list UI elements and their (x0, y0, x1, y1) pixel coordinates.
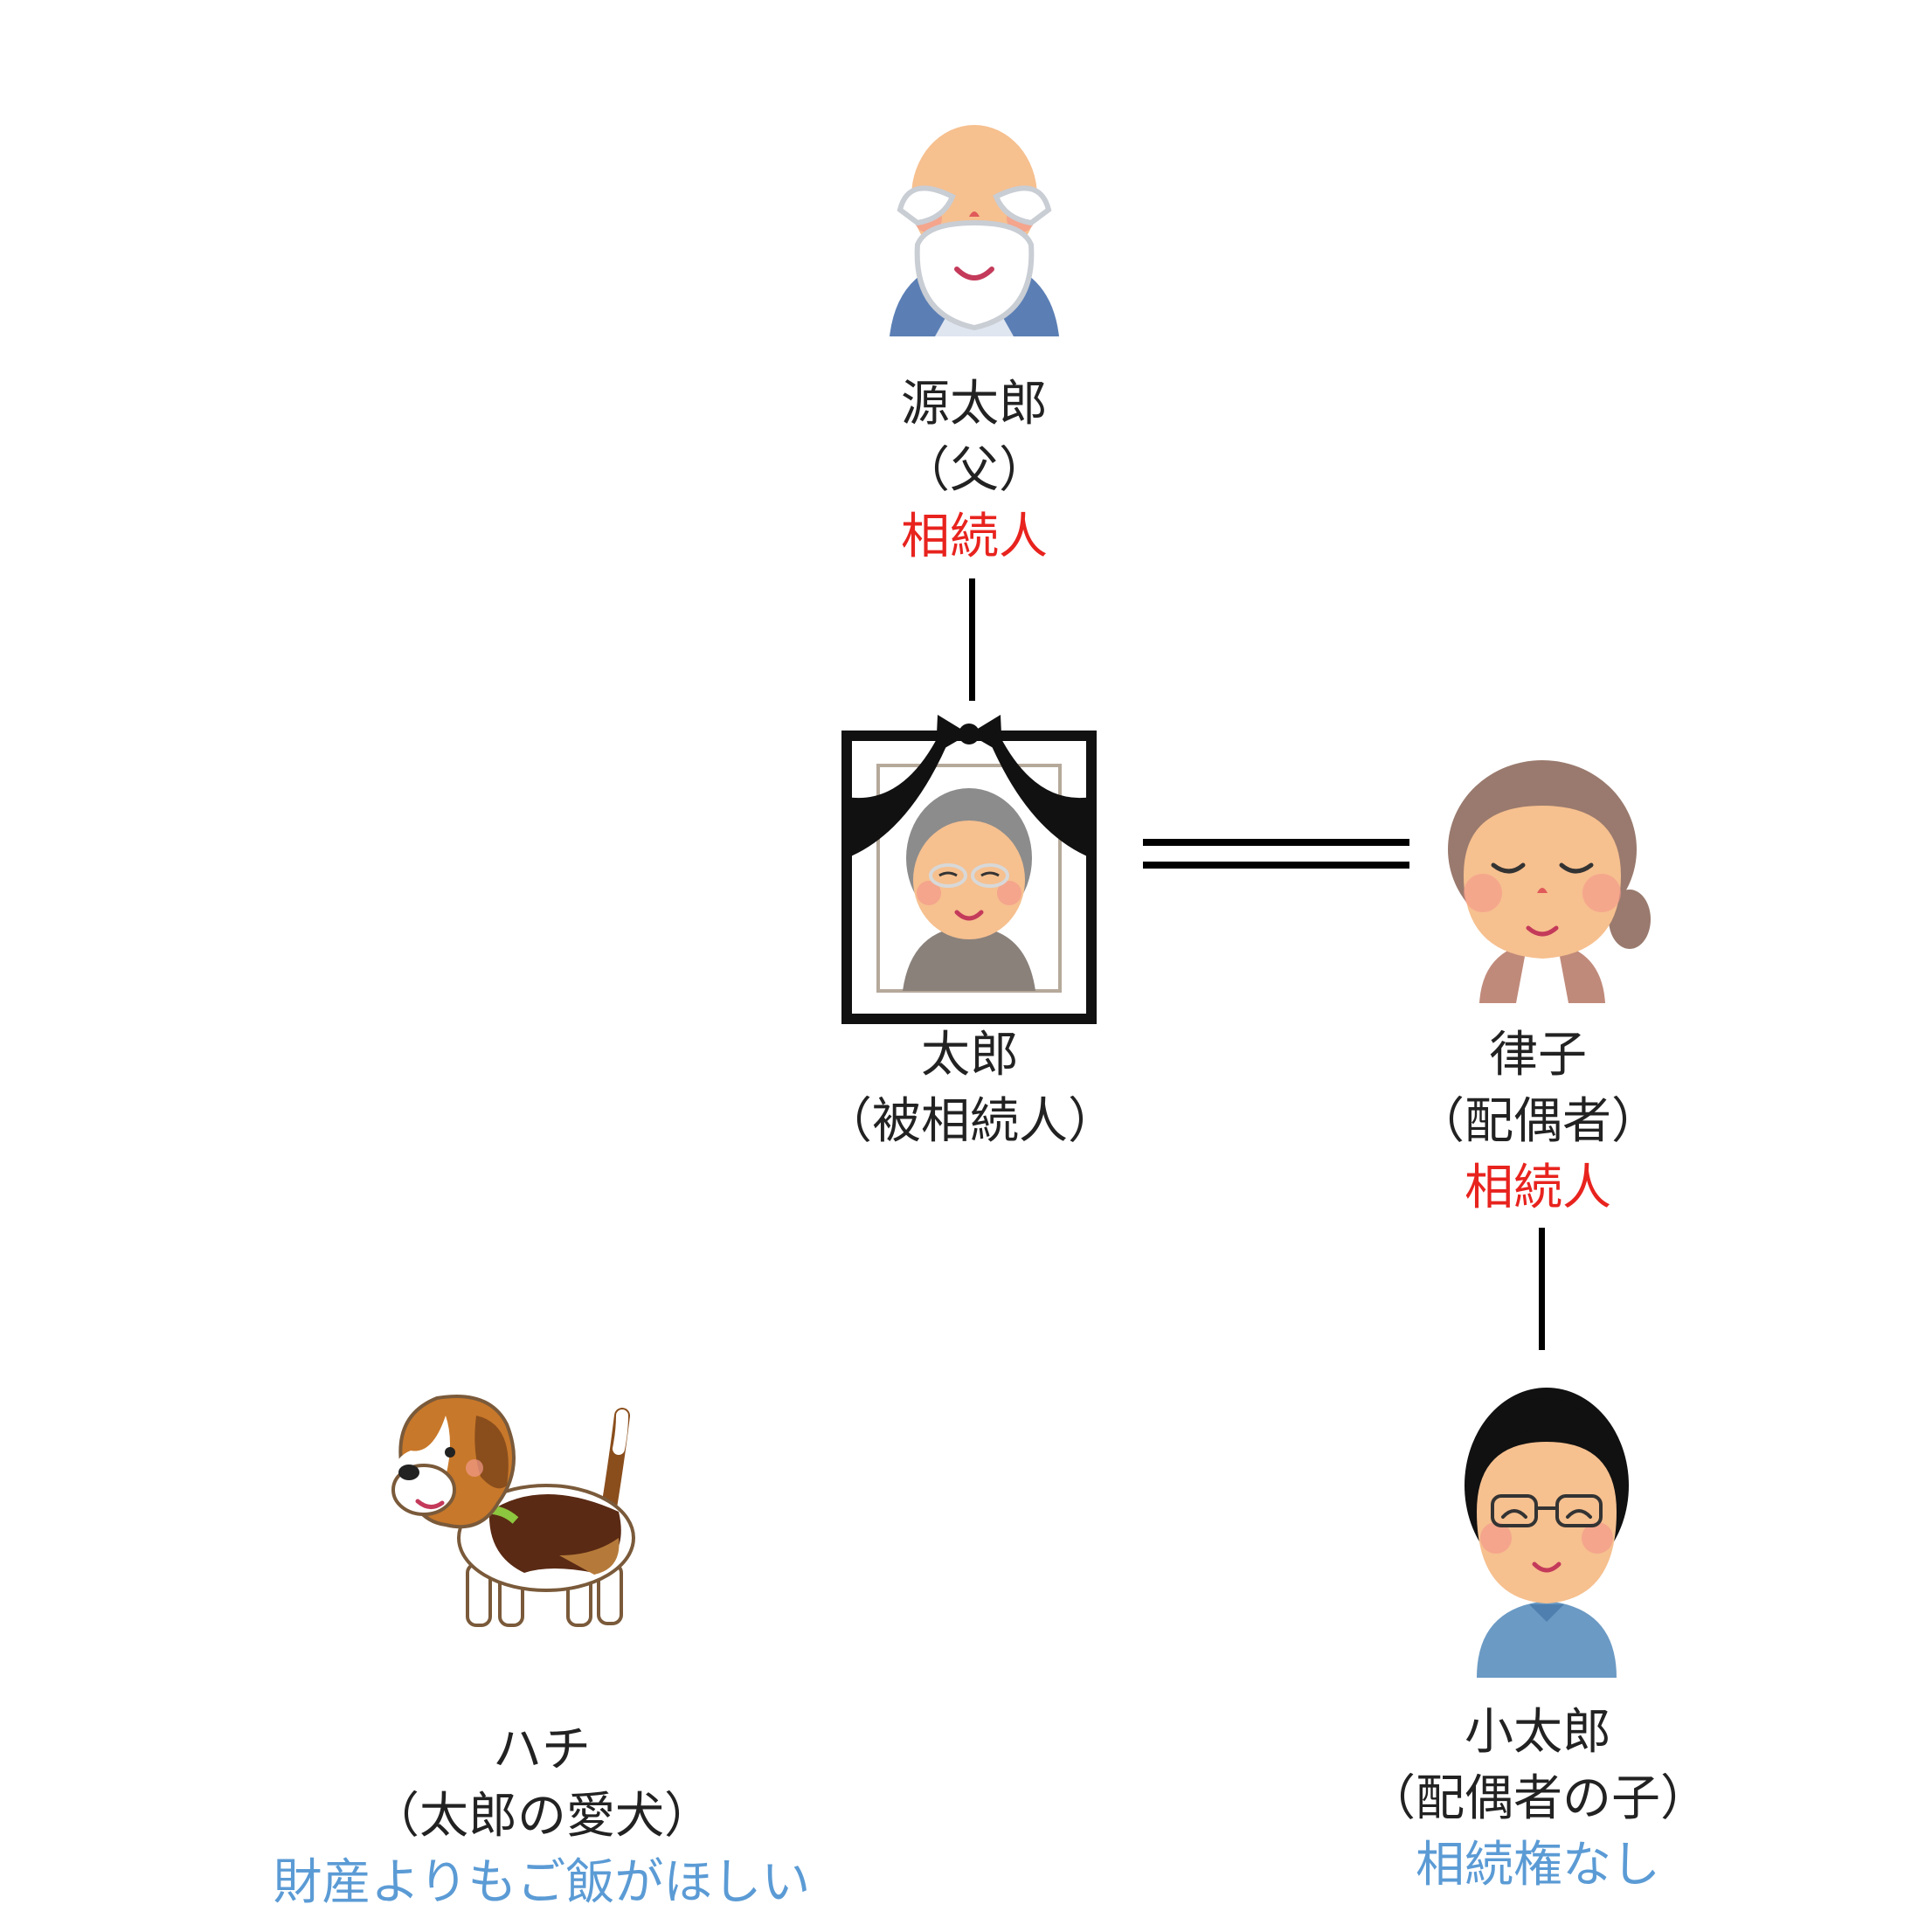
marriage-line-bottom (1143, 862, 1409, 869)
stepchild-name: 小太郎 (1465, 1704, 1611, 1761)
father-label: 源太郎 （父） 相続人 (642, 371, 1306, 571)
dog-comment: 財産よりもご飯がほしい (273, 1854, 811, 1911)
memorial-portrait-icon (841, 715, 1097, 1024)
spouse-label: 律子 （配偶者） 相続人 (1206, 1022, 1870, 1222)
father-status: 相続人 (901, 509, 1048, 565)
old-woman-icon (1448, 760, 1651, 1003)
spouse-status: 相続人 (1465, 1160, 1611, 1216)
stepchild-label: 小太郎 （配偶者の子） 相続権なし (1206, 1700, 1870, 1899)
deceased-name: 太郎 (921, 1027, 1019, 1084)
bald-old-man-icon (890, 125, 1059, 336)
father-to-deceased-line (969, 578, 975, 701)
spouse-relation: （配偶者） (1416, 1093, 1660, 1150)
dog-label: ハチ （太郎の愛犬） 財産よりもご飯がほしい (210, 1717, 874, 1916)
deceased-relation: （被相続人） (823, 1093, 1117, 1150)
stepchild-relation: （配偶者の子） (1367, 1770, 1709, 1827)
beagle-dog-icon (391, 1395, 635, 1627)
dog-name: ハチ (493, 1721, 591, 1778)
dog-relation: （太郎の愛犬） (370, 1788, 713, 1845)
father-name: 源太郎 (901, 376, 1048, 433)
spouse-name: 律子 (1489, 1027, 1587, 1084)
stepchild-status: 相続権なし (1416, 1837, 1660, 1894)
young-man-glasses-icon (1465, 1388, 1629, 1678)
deceased-label: 太郎 （被相続人） (638, 1022, 1302, 1155)
spouse-to-child-line (1539, 1228, 1545, 1350)
marriage-line-top (1143, 839, 1409, 846)
father-relation: （父） (901, 442, 1048, 499)
